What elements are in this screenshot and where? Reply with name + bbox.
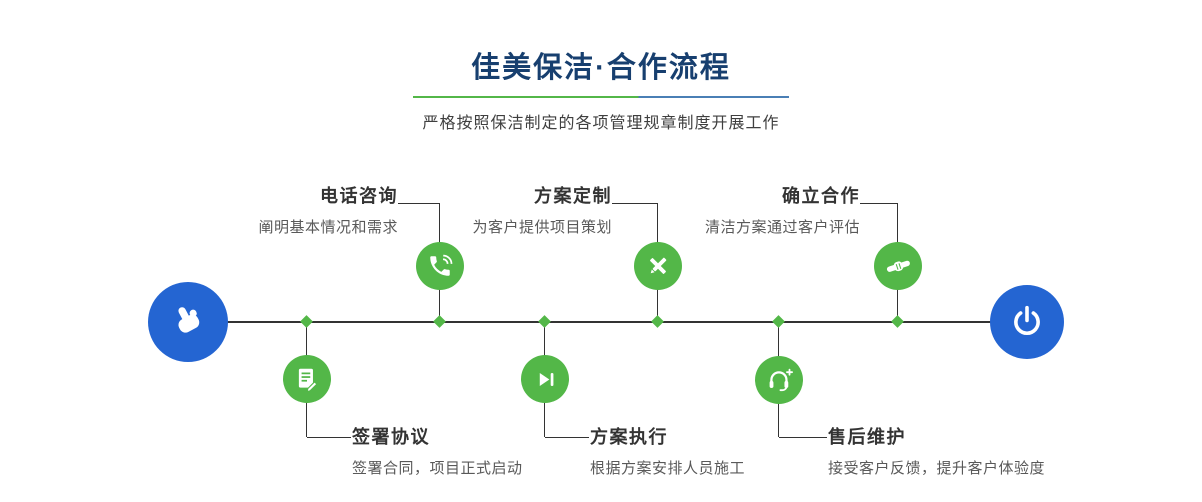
timeline-node-diamond [538,315,551,328]
step-plan-execution: 方案执行 根据方案安排人员施工 [590,427,745,478]
step-label: 售后维护 [828,427,906,447]
step-plan-design: 方案定制 为客户提供项目策划 [472,186,612,237]
hand-pointer-icon [178,307,200,333]
pencil-ruler-icon [650,257,667,274]
title-divider [413,96,789,98]
page-title: 佳美保洁·合作流程 [471,52,731,84]
step-after-sales: 售后维护 接受客户反馈，提升客户体验度 [828,427,1045,478]
timeline-node-diamond [891,315,904,328]
step-label: 签署协议 [352,427,430,447]
contract-icon [298,368,318,392]
step-circle-after-sales [755,356,803,404]
step-sign-agreement: 签署协议 签署合同，项目正式启动 [352,427,523,478]
timeline-node-diamond [433,315,446,328]
step-desc: 阐明基本情况和需求 [258,219,398,236]
phone-icon [430,254,453,276]
timeline-node-diamond [651,315,664,328]
connector-line-design-horizontal [612,203,658,204]
handshake-icon [886,260,910,272]
connector-line-coop-horizontal [860,203,898,204]
step-desc: 为客户提供项目策划 [472,219,612,236]
step-label: 确立合作 [782,186,860,206]
timeline-node-diamond [300,315,313,328]
connector-line-after-horizontal [779,437,827,438]
step-label: 电话咨询 [320,186,398,206]
power-icon [1014,305,1040,335]
timeline-line [188,321,1028,323]
timeline-end-circle [990,285,1064,359]
connector-line-phone-horizontal [398,203,440,204]
timeline-start-circle [148,282,228,362]
step-circle-establish-cooperation [874,242,922,290]
headset-icon [769,368,793,391]
connector-line-exec-horizontal [545,437,589,438]
page-subtitle: 严格按照保洁制定的各项管理规章制度开展工作 [422,115,780,132]
play-icon [539,372,553,386]
step-desc: 接受客户反馈，提升客户体验度 [828,460,1046,477]
step-circle-plan-design [634,242,682,290]
step-label: 方案定制 [534,186,612,206]
connector-line-contract-horizontal [307,437,351,438]
step-desc: 根据方案安排人员施工 [590,460,746,477]
step-establish-cooperation: 确立合作 清洁方案通过客户评估 [705,186,860,237]
step-circle-sign-agreement [283,355,331,403]
step-phone-consult: 电话咨询 阐明基本情况和需求 [258,186,398,237]
timeline-node-diamond [772,315,785,328]
step-desc: 签署合同，项目正式启动 [352,460,523,477]
step-label: 方案执行 [590,427,668,447]
step-circle-plan-execution [521,355,569,403]
step-circle-phone-consult [416,242,464,290]
step-desc: 清洁方案通过客户评估 [704,219,860,236]
